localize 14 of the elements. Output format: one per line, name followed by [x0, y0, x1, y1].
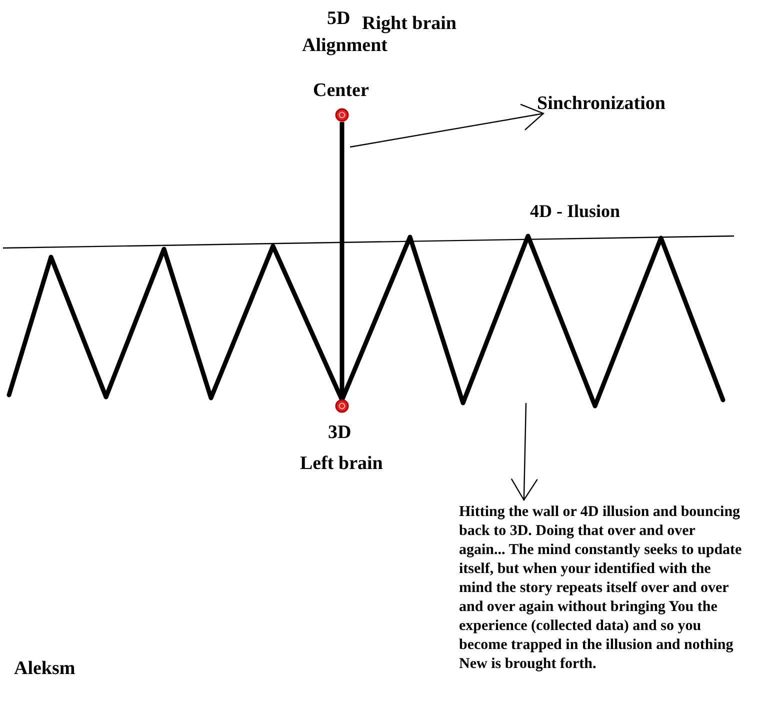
- alignment-label: Alignment: [302, 36, 388, 55]
- annotation-label: Sinchronization: [537, 94, 666, 113]
- brain-label: Right brain: [362, 14, 456, 33]
- brain-label: Left brain: [300, 454, 383, 473]
- level-label: 5D: [327, 9, 350, 28]
- level-label: 4D - Ilusion: [530, 202, 620, 220]
- description-paragraph: Hitting the wall or 4D illusion and bouncing back to 3D. Doing that over and over again... The mind constantly seeks to update itself, but when your identified with the mind the story repeats itself over and over and over again without bringing You the experience (collected data) and so you become trapped in the illusion and nothing New is brought forth.: [459, 503, 743, 674]
- author-signature: Aleksm: [14, 659, 76, 678]
- level-label: 3D: [328, 423, 352, 442]
- arrow: [350, 104, 544, 148]
- arrow: [510, 402, 538, 501]
- point-label: Center: [313, 81, 369, 100]
- dot-icon: [334, 398, 350, 414]
- dot-icon: [334, 107, 350, 123]
